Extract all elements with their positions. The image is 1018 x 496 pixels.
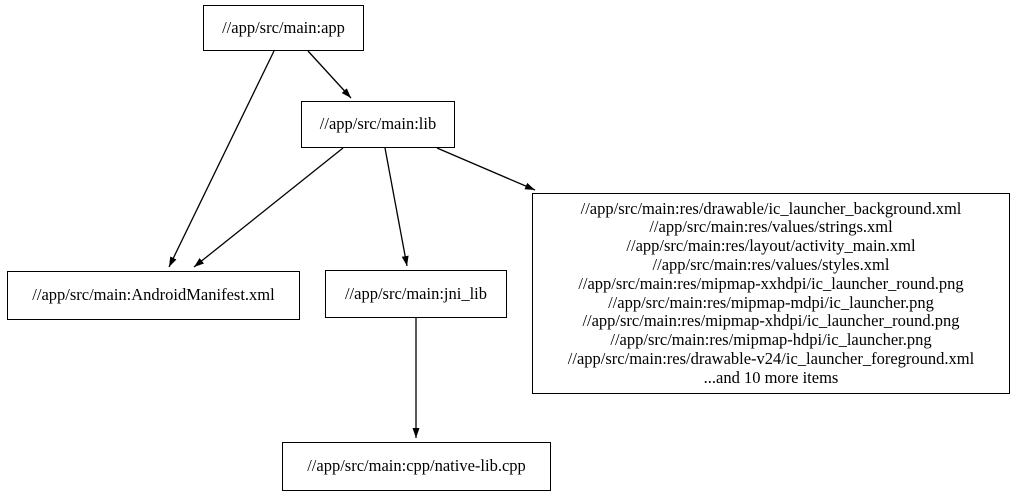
edge-lib-to-androidmanifest [193,147,344,268]
node-native-lib-cpp-label: //app/src/main:cpp/native-lib.cpp [307,456,526,476]
file-list-line: //app/src/main:res/drawable-v24/ic_launc… [567,348,975,368]
node-jni-lib: //app/src/main:jni_lib [325,270,507,318]
node-app: //app/src/main:app [203,5,364,51]
file-list-line: //app/src/main:res/mipmap-xhdpi/ic_launc… [582,311,960,331]
edge-lib-to-res-group [436,147,536,191]
edge-app-to-androidmanifest [168,50,275,268]
file-list-line: //app/src/main:res/drawable/ic_launcher_… [580,198,962,218]
file-list-line: //app/src/main:res/values/styles.xml [652,254,890,274]
node-jni-lib-label: //app/src/main:jni_lib [344,283,488,303]
node-androidmanifest: //app/src/main:AndroidManifest.xml [7,271,300,320]
file-list-line: //app/src/main:res/layout/activity_main.… [626,236,916,256]
node-app-label: //app/src/main:app [222,17,345,37]
file-list-more-items: ...and 10 more items [703,367,839,387]
edge-lib-to-jni-lib [384,147,409,267]
file-list-line: //app/src/main:res/mipmap-xxhdpi/ic_laun… [578,273,964,293]
file-list-line: //app/src/main:res/mipmap-hdpi/ic_launch… [610,330,932,350]
file-list-line: //app/src/main:res/values/strings.xml [649,217,893,237]
node-lib: //app/src/main:lib [301,101,455,148]
node-lib-label: //app/src/main:lib [319,114,437,134]
file-list-line: //app/src/main:res/mipmap-mdpi/ic_launch… [608,292,934,312]
edge-app-to-lib [307,50,352,99]
node-res-group: //app/src/main:res/drawable/ic_launcher_… [532,193,1010,394]
node-androidmanifest-label: //app/src/main:AndroidManifest.xml [32,285,275,305]
node-native-lib-cpp: //app/src/main:cpp/native-lib.cpp [282,442,551,491]
